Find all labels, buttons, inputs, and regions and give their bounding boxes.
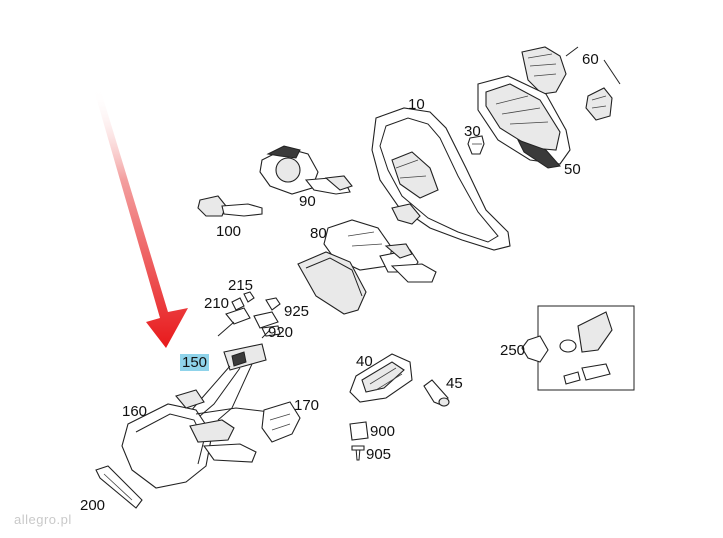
part-100-switch xyxy=(197,195,263,217)
label-30: 30 xyxy=(464,123,481,140)
label-900: 900 xyxy=(370,423,396,440)
part-250-repair-kit xyxy=(521,305,635,391)
label-170: 170 xyxy=(294,397,320,414)
label-210: 210 xyxy=(204,295,230,312)
label-90: 90 xyxy=(299,193,316,210)
label-50: 50 xyxy=(564,161,581,178)
part-90-clock-spring xyxy=(259,145,353,195)
label-60: 60 xyxy=(582,51,599,68)
part-160-column-cover xyxy=(121,389,271,489)
label-200: 200 xyxy=(80,497,106,514)
red-pointer-arrow xyxy=(94,88,188,348)
small-clips-group xyxy=(217,291,281,339)
label-150-highlighted: 150 xyxy=(180,354,210,371)
part-30-bolt xyxy=(467,135,485,155)
label-40: 40 xyxy=(356,353,373,370)
label-920: 920 xyxy=(268,324,294,341)
label-925: 925 xyxy=(284,303,310,320)
part-10-steering-wheel xyxy=(371,107,511,251)
label-160: 160 xyxy=(122,403,148,420)
part-150-connector-harness xyxy=(189,343,267,421)
part-50-airbag-module xyxy=(477,75,571,169)
part-170-bracket xyxy=(261,401,301,443)
label-100: 100 xyxy=(216,223,242,240)
part-40-ignition-module xyxy=(349,353,413,403)
label-905: 905 xyxy=(366,446,392,463)
part-200-trim-strip xyxy=(95,465,143,509)
label-10: 10 xyxy=(408,96,425,113)
watermark: allegro.pl xyxy=(14,512,72,527)
label-215: 215 xyxy=(228,277,254,294)
part-60-buttons xyxy=(521,46,621,121)
part-80-combination-switch xyxy=(297,219,437,315)
label-80: 80 xyxy=(310,225,327,242)
part-900-905-fasteners xyxy=(349,421,369,461)
label-250: 250 xyxy=(500,342,526,359)
label-45: 45 xyxy=(446,375,463,392)
part-45-pin xyxy=(423,379,450,407)
